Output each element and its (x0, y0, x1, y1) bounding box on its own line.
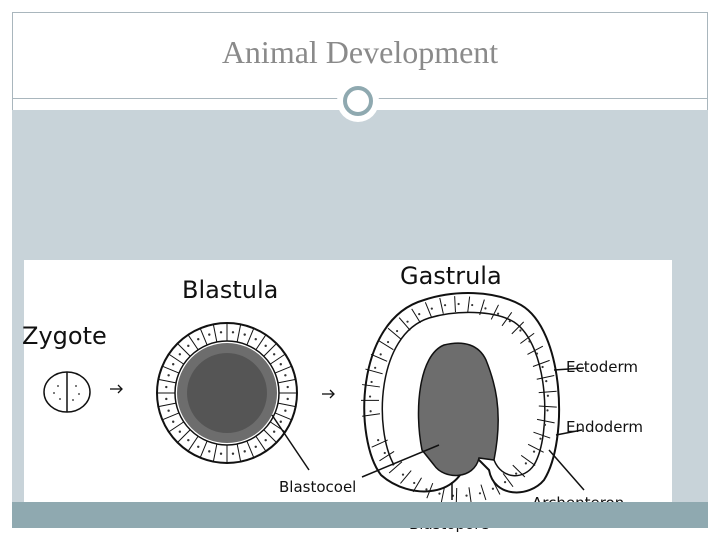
label-endoderm: Endoderm (566, 420, 643, 435)
gastrula-drawing (361, 293, 559, 504)
arrow-icon (322, 390, 334, 398)
label-gastrula: Gastrula (400, 264, 502, 288)
footer-bar (12, 502, 708, 528)
title-circle-ornament (337, 80, 379, 122)
label-blastula: Blastula (182, 278, 278, 302)
slide-title: Animal Development (0, 34, 720, 71)
label-zygote: Zygote (22, 324, 107, 348)
arrow-icon (110, 385, 122, 393)
zygote-drawing (44, 372, 90, 412)
label-blastocoel: Blastocoel (279, 480, 356, 495)
blastula-drawing (157, 323, 297, 463)
content-panel: Zygote Blastula Gastrula Blastocoel Blas… (12, 110, 708, 502)
label-ectoderm: Ectoderm (566, 360, 638, 375)
